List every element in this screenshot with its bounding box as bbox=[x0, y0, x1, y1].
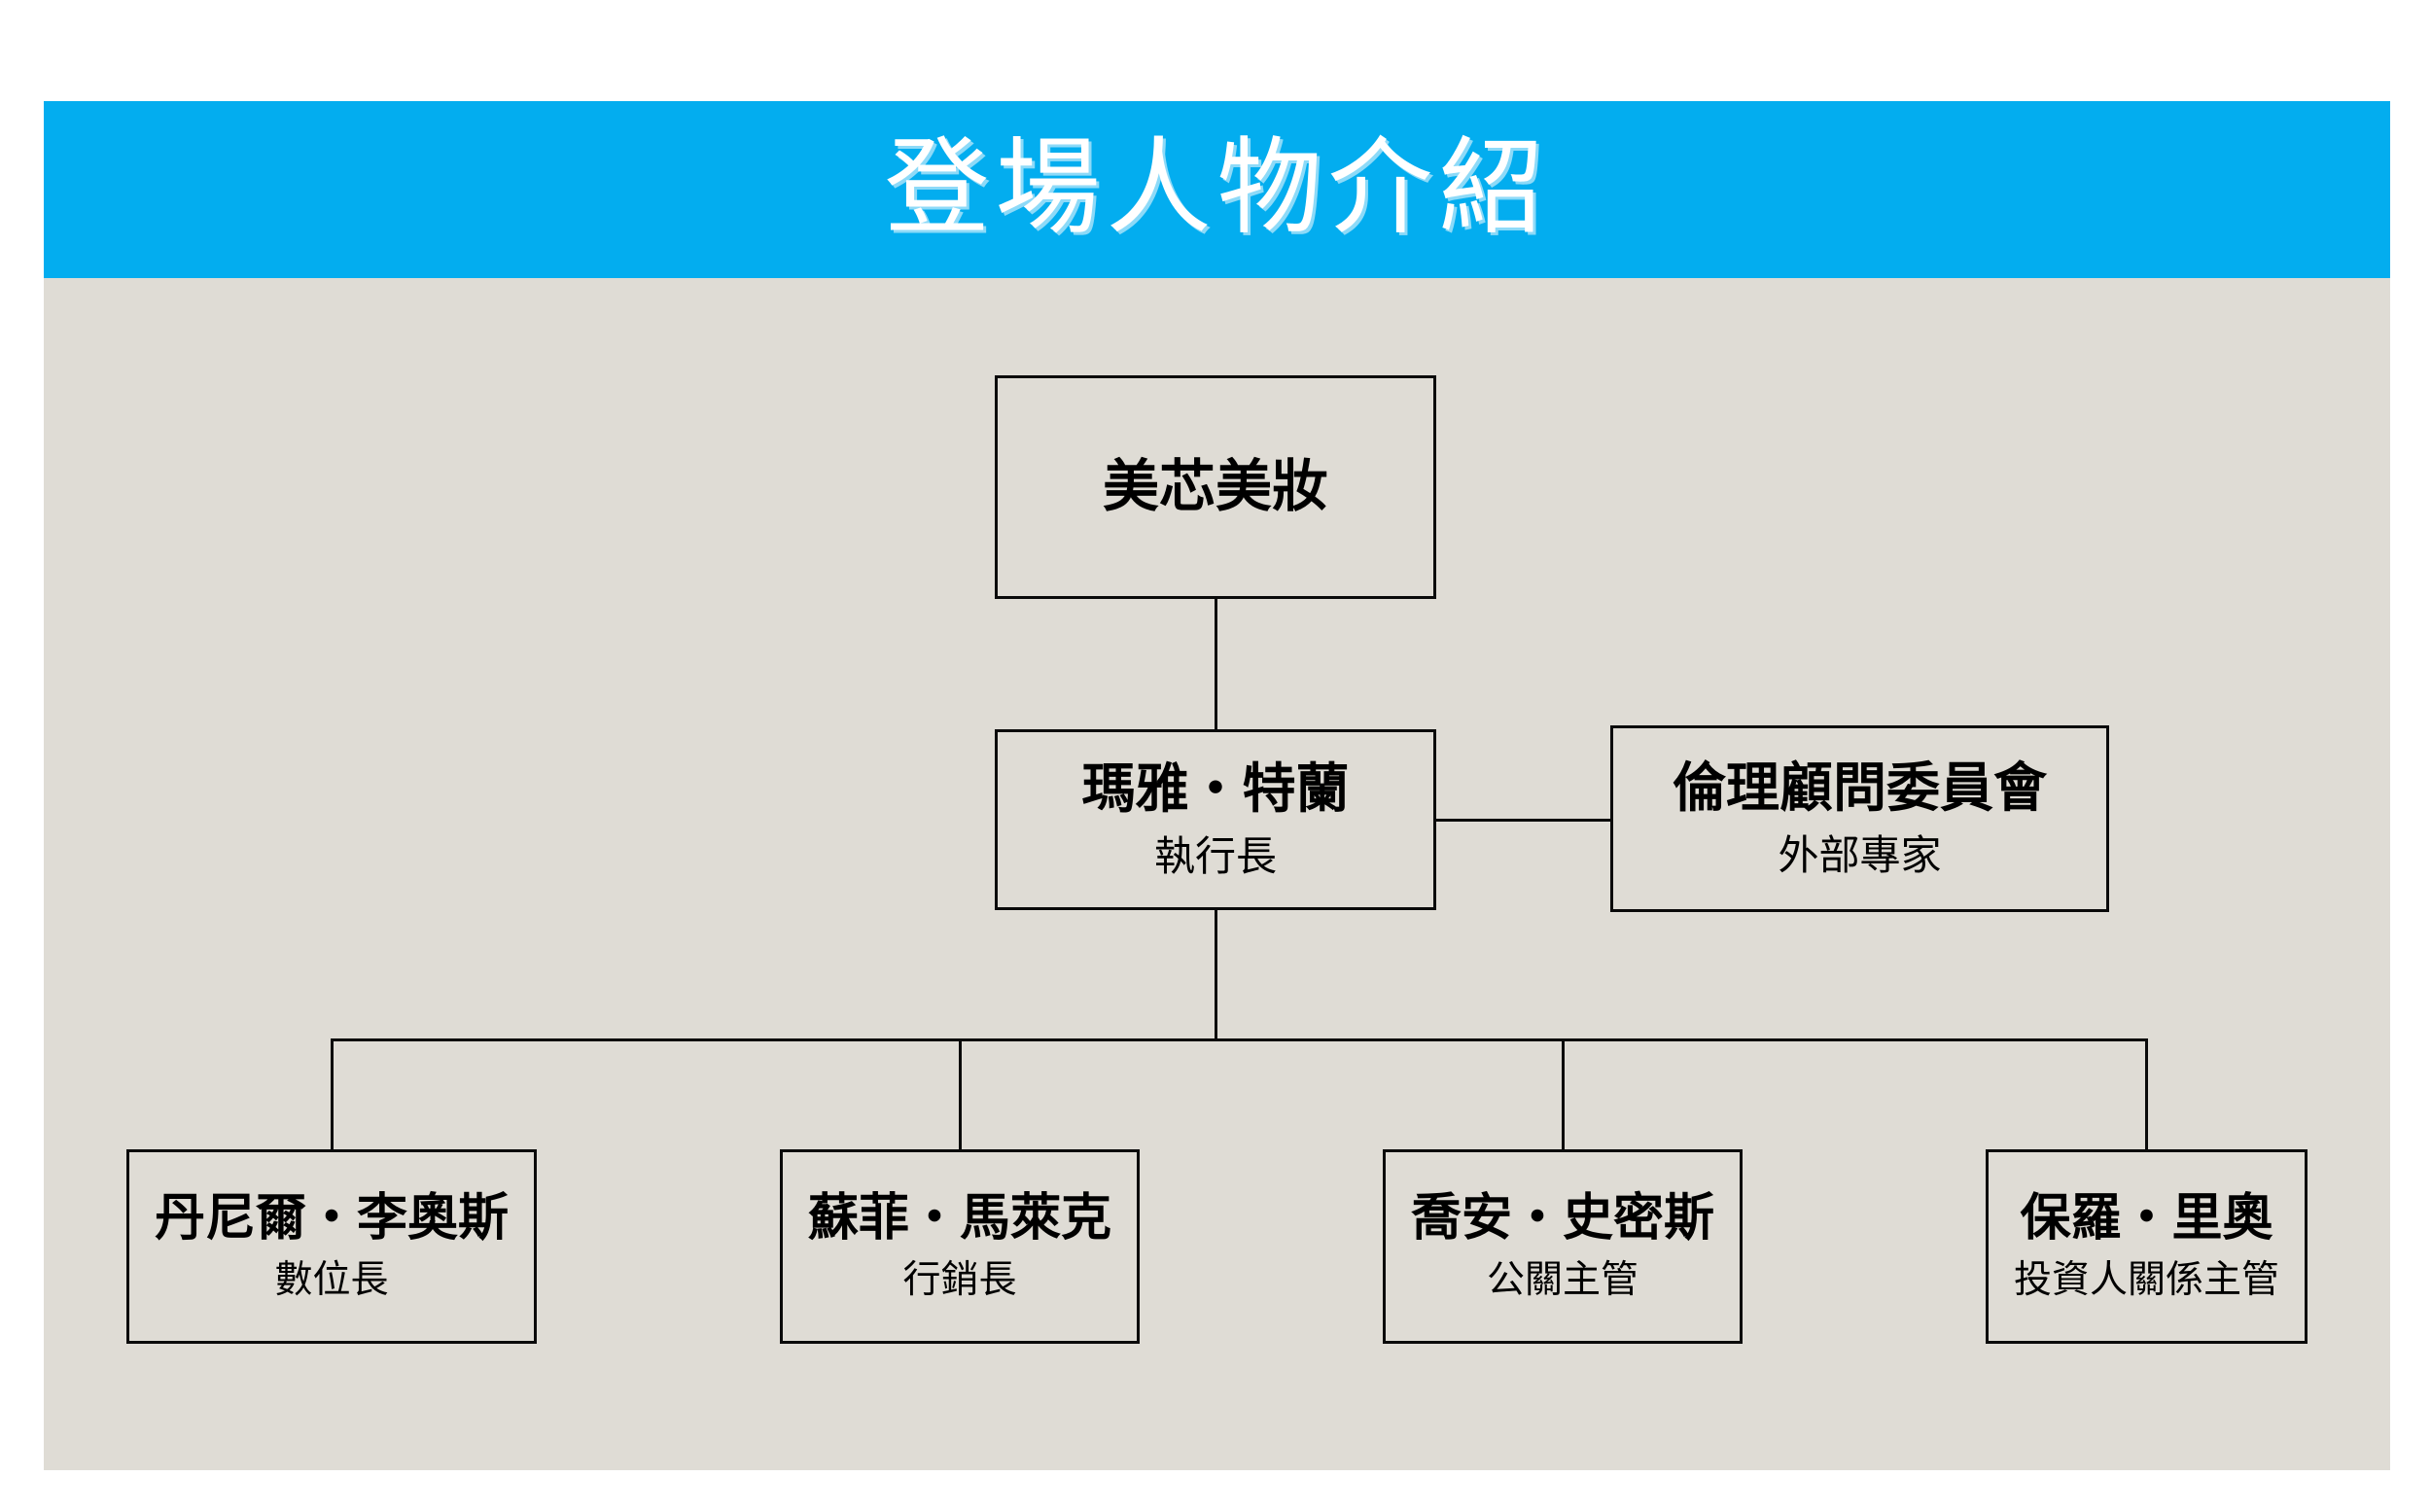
org-node-advisory-board[interactable]: 倫理顧問委員會 外部專家 bbox=[1610, 725, 2109, 912]
org-node-leaf-1-name: 蘇菲・馬萊克 bbox=[807, 1190, 1111, 1248]
connector-bus-to-leaf-2 bbox=[1561, 1038, 1565, 1149]
org-node-leaf-0[interactable]: 丹尼爾・李奧斯 數位長 bbox=[126, 1149, 537, 1344]
org-node-ceo-role: 執行長 bbox=[1153, 833, 1277, 880]
org-node-leaf-0-name: 丹尼爾・李奧斯 bbox=[154, 1190, 509, 1248]
org-node-leaf-0-role: 數位長 bbox=[274, 1259, 389, 1302]
org-node-leaf-2[interactable]: 喬安・史密斯 公關主管 bbox=[1383, 1149, 1743, 1344]
org-node-company[interactable]: 美芯美妝 bbox=[995, 375, 1436, 599]
org-node-leaf-3-name: 保羅・里奧 bbox=[2020, 1190, 2273, 1248]
org-node-company-name: 美芯美妝 bbox=[1102, 454, 1328, 518]
org-node-leaf-1-role: 行銷長 bbox=[902, 1259, 1017, 1302]
page-title: 登場人物介紹 bbox=[884, 131, 1550, 247]
org-node-leaf-2-role: 公關主管 bbox=[1486, 1259, 1638, 1302]
org-node-leaf-1[interactable]: 蘇菲・馬萊克 行銷長 bbox=[780, 1149, 1140, 1344]
connector-root-to-ceo bbox=[1214, 599, 1217, 729]
org-node-advisory-board-name: 倫理顧問委員會 bbox=[1672, 756, 2047, 818]
connector-ceo-to-advisory bbox=[1436, 819, 1610, 822]
org-chart-canvas: 美芯美妝 瑪雅・特蘭 執行長 倫理顧問委員會 外部專家 丹尼爾・李奧斯 數位長 … bbox=[44, 278, 2390, 1470]
connector-bus-to-leaf-1 bbox=[958, 1038, 962, 1149]
connector-bus-to-leaf-0 bbox=[330, 1038, 334, 1149]
org-node-leaf-3[interactable]: 保羅・里奧 投資人關係主管 bbox=[1986, 1149, 2308, 1344]
connector-horizontal-bus bbox=[330, 1038, 2148, 1041]
title-banner: 登場人物介紹 bbox=[44, 101, 2390, 278]
org-node-leaf-3-role: 投資人關係主管 bbox=[2013, 1259, 2279, 1302]
connector-ceo-to-bus bbox=[1214, 910, 1217, 1038]
org-node-ceo-name: 瑪雅・特蘭 bbox=[1081, 757, 1350, 819]
org-node-advisory-board-role: 外部專家 bbox=[1778, 832, 1942, 879]
org-node-leaf-2-name: 喬安・史密斯 bbox=[1410, 1190, 1714, 1248]
org-node-ceo[interactable]: 瑪雅・特蘭 執行長 bbox=[995, 729, 1436, 910]
connector-bus-to-leaf-3 bbox=[2145, 1038, 2148, 1149]
